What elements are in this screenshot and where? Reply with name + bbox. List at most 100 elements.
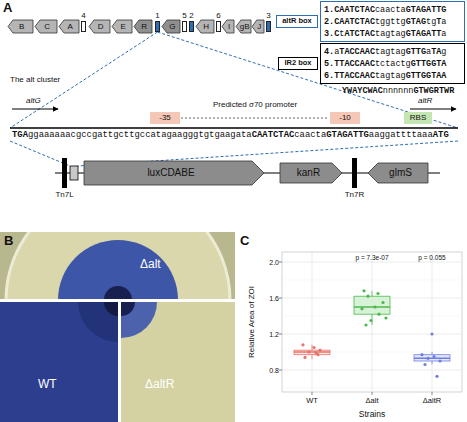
text-run: GTTGGTAA: [406, 71, 447, 81]
text-run: a: [334, 47, 339, 57]
data-point: [369, 319, 372, 322]
text-run: tctactg: [375, 59, 411, 69]
data-point: [381, 301, 384, 304]
data-point: [362, 289, 365, 292]
text-run: 3.C: [324, 29, 339, 39]
axis-tick-label: 2.0: [269, 259, 279, 266]
gene-arrow: D: [89, 20, 110, 33]
gene-arrow: J: [252, 20, 264, 33]
panel-divider: [0, 299, 235, 302]
tick: [279, 370, 282, 371]
gene-arrow: gB: [236, 20, 251, 33]
data-point: [435, 375, 438, 378]
text-run: t: [339, 29, 344, 39]
node-text: luxCDABE: [147, 167, 194, 179]
grid-line: [432, 252, 433, 392]
text-run: g: [441, 47, 446, 57]
box-label: IR2 box: [278, 57, 318, 70]
inhibition-zone: [78, 302, 118, 342]
text-run: nnnnnn: [383, 86, 414, 96]
node-text: 2.CAATCTACtggttgGTAGtgTa: [324, 16, 446, 28]
gene-name: altG: [26, 97, 41, 105]
arrow-outline: [59, 20, 79, 33]
arrow-shape: [222, 20, 234, 33]
data-point: [384, 316, 387, 319]
node-text: 6.TTACCAACtagtagGTTGGTAA: [324, 70, 446, 82]
text-run: GTTG: [406, 47, 426, 57]
data-point: [432, 355, 435, 358]
node-text: R: [141, 22, 147, 31]
axis-title: Relative Area of ZOI: [248, 286, 256, 358]
text-run: aaggattttaaa: [369, 130, 433, 140]
data-point: [303, 356, 306, 359]
node-text: B: [19, 22, 24, 31]
data-point: [360, 307, 363, 310]
gene-direction-arrow: [410, 109, 456, 110]
well: [121, 302, 135, 316]
callout-number: 3: [266, 11, 270, 20]
text-run: GTTGGTA: [411, 59, 447, 69]
gene-arrow: A: [59, 20, 79, 33]
node-text: -35: [159, 113, 171, 122]
text-run: tagtag: [375, 29, 406, 39]
transposon-end-bar: [352, 158, 357, 188]
text-run: YWAYCWAC: [342, 86, 383, 96]
text-run: caacta: [294, 130, 326, 140]
median: [414, 357, 450, 359]
sequence-box: 1.CAATCTACcaactaGTAGATTG2.CAATCTACtggttg…: [320, 1, 465, 42]
section-title: The alt cluster: [10, 76, 60, 84]
text-run: T: [436, 17, 441, 27]
arrow-outline: [162, 20, 180, 33]
box: [414, 355, 450, 361]
text-run: tagtag: [375, 47, 406, 57]
data-point: [366, 295, 369, 298]
zoom-line: [10, 32, 158, 128]
gene-name: altR: [418, 97, 432, 105]
callout-number: 4: [81, 11, 85, 20]
node-text: I: [228, 22, 230, 31]
consensus-sequence: YWAYCWACnnnnnnGTWGRTWR: [342, 87, 454, 96]
box-altr: [414, 352, 450, 365]
text-run: caacta: [375, 5, 406, 15]
data-point: [364, 323, 367, 326]
text-run: GTAGATT: [406, 29, 442, 39]
well: [104, 286, 132, 300]
data-point: [430, 332, 433, 335]
arrow-outline: [280, 163, 342, 183]
callout-number: 2: [189, 11, 193, 20]
node-text: glmS: [389, 167, 412, 179]
promoter-insert: [70, 166, 78, 180]
promoter-label: Predicted σ70 promoter: [213, 101, 297, 109]
node-text: G: [169, 22, 175, 31]
tick: [279, 262, 282, 263]
tick: [312, 392, 313, 395]
node-text: E: [121, 22, 126, 31]
text-run: 4.: [324, 47, 334, 57]
plot-panel: [282, 252, 462, 392]
text-run: CAATCTAC: [252, 130, 295, 140]
gene-arrow: C: [35, 20, 57, 33]
data-point: [307, 350, 310, 353]
text-run: a: [426, 47, 431, 57]
callout-number: 1: [155, 11, 159, 20]
node-text: A: [68, 22, 73, 31]
binding-site-box: 1: [155, 21, 160, 32]
transposon-end-label: Tn7R: [345, 191, 365, 199]
axis-tick-label: 0.8: [269, 367, 279, 374]
box-alt: [354, 291, 390, 325]
axis-title: Strains: [359, 410, 385, 419]
node-text: 5.TTACCAACtctactgGTTGGTA: [324, 58, 446, 70]
data-point: [301, 343, 304, 346]
binding-site-box: 6: [216, 21, 221, 32]
points-alt: [360, 289, 387, 326]
gene-arrow: E: [112, 20, 132, 33]
arrow-outline: [196, 20, 214, 33]
rbs-box: RBS: [404, 112, 432, 124]
tick: [279, 298, 282, 299]
p-value: p = 0.055: [418, 255, 445, 262]
text-run: a: [441, 17, 446, 27]
strain-label: WT: [38, 378, 57, 390]
node-text: RBS: [410, 113, 426, 122]
plate-photo-altr: [121, 302, 235, 422]
promoter-element: -10: [330, 112, 360, 124]
